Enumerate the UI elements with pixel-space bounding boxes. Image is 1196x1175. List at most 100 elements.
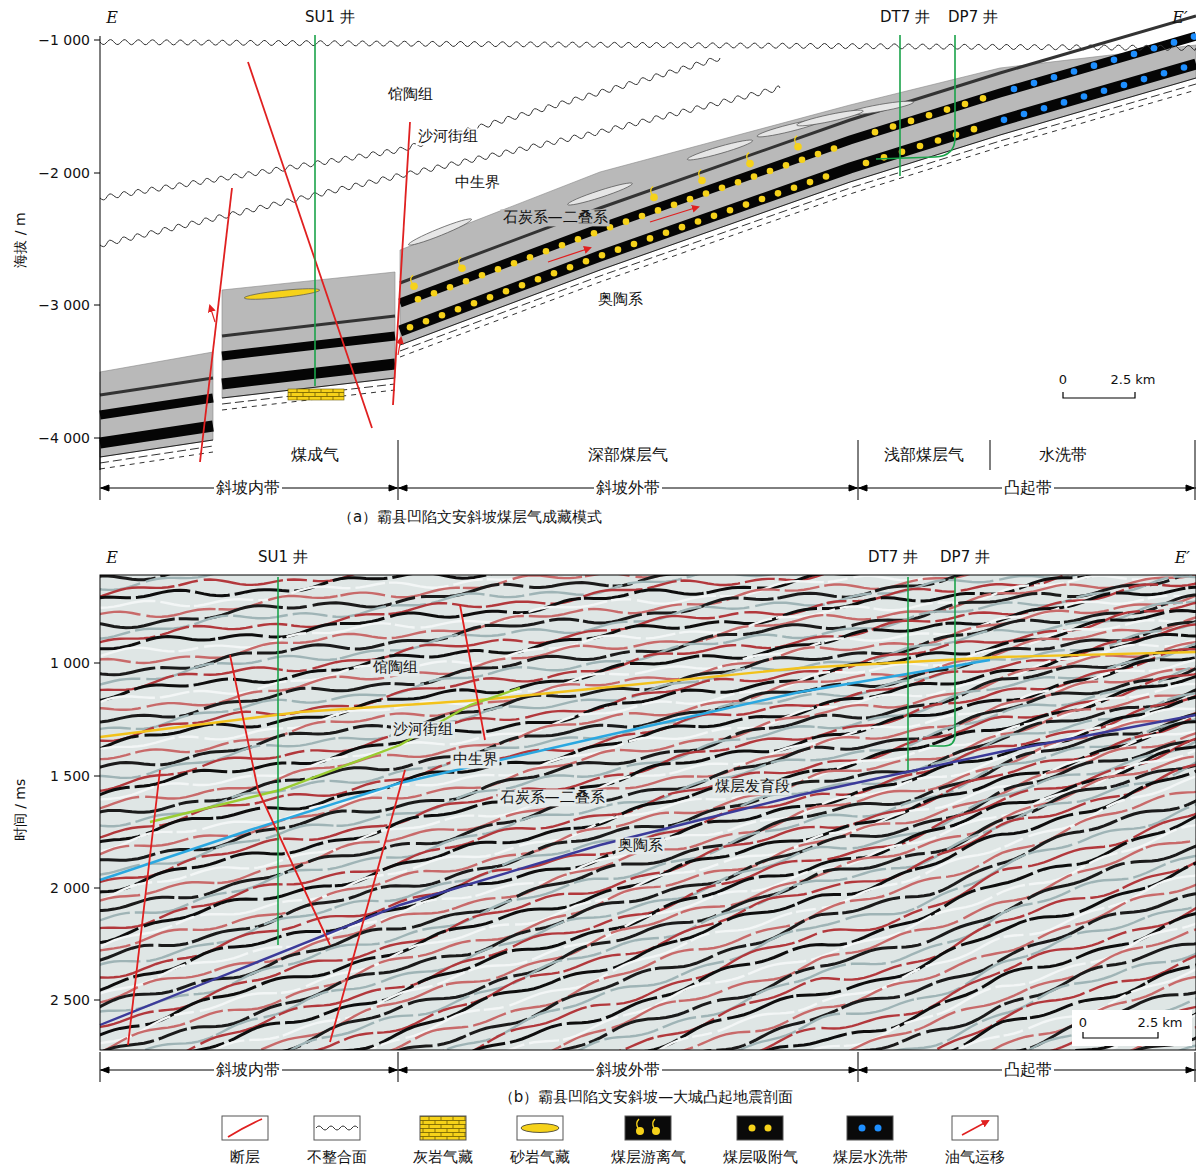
- seismic-reflector: [100, 804, 1196, 1051]
- legend-label: 不整合面: [305, 1149, 369, 1166]
- adsorbed-gas-dot: [551, 270, 558, 277]
- adsorbed-gas-dot: [623, 218, 630, 225]
- diagram-label: （a）霸县凹陷文安斜坡煤层气成藏模式: [336, 509, 604, 526]
- seismic-reflector: [100, 845, 1196, 1051]
- diagram-label: 斜坡外带: [594, 479, 662, 497]
- seismic-reflector: [100, 1012, 1196, 1050]
- diagram-label: −2 000: [36, 165, 92, 181]
- adsorbed-gas-dot: [439, 312, 446, 319]
- adsorbed-gas-dot: [663, 229, 670, 236]
- unconformity: [100, 86, 780, 247]
- adsorbed-gas-dot: [735, 179, 742, 186]
- adsorbed-gas-dot: [815, 151, 822, 158]
- adsorbed-gas-dot: [971, 126, 978, 133]
- diagram-label: 1 500: [48, 768, 92, 784]
- diagram-label: 0: [1057, 373, 1069, 388]
- free-gas-symbol: [698, 177, 706, 185]
- diagram-label: 2.5 km: [1136, 1016, 1185, 1031]
- water-washed-dot: [1061, 99, 1068, 106]
- coal-seam: [400, 36, 1196, 303]
- diagram-label: 中生界: [451, 751, 500, 768]
- diagram-label: DT7 井: [878, 9, 932, 26]
- diagram-label: 浅部煤层气: [882, 446, 966, 464]
- adsorbed-gas-dot: [751, 173, 758, 180]
- sand-lens: [796, 108, 864, 129]
- free-gas-symbol: [794, 143, 802, 151]
- fault-line: [230, 655, 330, 945]
- diagram-label: 斜坡外带: [594, 1061, 662, 1079]
- sand-lens: [686, 137, 753, 162]
- adsorbed-gas-dot: [791, 184, 798, 191]
- legend-label: 油气运移: [943, 1149, 1007, 1166]
- adsorbed-gas-dot: [511, 260, 518, 267]
- seismic-reflector: [100, 1036, 1196, 1050]
- adsorbed-gas-dot: [631, 241, 638, 248]
- water-washed-dot: [1161, 70, 1168, 77]
- adsorbed-gas-dot: [671, 201, 678, 208]
- water-washed-dot: [1021, 111, 1028, 118]
- adsorbed-gas-dot: [679, 224, 686, 231]
- fault-line: [330, 770, 405, 1042]
- diagram-label: 馆陶组: [371, 659, 420, 676]
- horizon-line: [100, 652, 1196, 737]
- water-washed-dot: [1031, 80, 1038, 87]
- adsorbed-gas-dot: [962, 101, 969, 108]
- diagram-label: 时间 / ms: [12, 777, 28, 844]
- sandstone-gas-pool: [244, 287, 320, 302]
- free-gas-symbol: [458, 264, 466, 272]
- adsorbed-gas-dot: [767, 168, 774, 175]
- fault-arrow: [398, 338, 401, 355]
- adsorbed-gas-dot: [431, 290, 438, 297]
- seismic-reflector: [100, 668, 1196, 902]
- limestone-pattern: [100, 452, 213, 469]
- coal-seam: [100, 378, 213, 395]
- seismic-reflector: [100, 997, 1196, 1050]
- adsorbed-gas-dot: [908, 118, 915, 125]
- zone-brackets: [100, 440, 1196, 1082]
- adsorbed-gas-dot: [863, 160, 870, 167]
- diagram-label: 深部煤层气: [586, 446, 670, 464]
- seismic-reflector: [100, 799, 1196, 1050]
- legend-label: 煤层游离气: [609, 1149, 688, 1166]
- water-washed-dot: [1181, 64, 1188, 71]
- seismic-reflector: [100, 1014, 1196, 1050]
- adsorbed-gas-dot: [583, 258, 590, 265]
- sand-lens: [407, 216, 473, 248]
- well-trajectory: [314, 35, 316, 386]
- diagram-label: E′: [1170, 9, 1189, 27]
- water-washed-dot: [1101, 87, 1108, 94]
- adsorbed-gas-dot: [935, 137, 942, 144]
- diagram-label: 沙河街组: [416, 128, 480, 145]
- seismic-reflector: [100, 922, 1196, 1050]
- seismic-section: [100, 575, 1196, 1050]
- diagram-label: 中生界: [453, 174, 502, 191]
- free-gas-symbol: [747, 153, 749, 161]
- well-trajectory: [277, 577, 279, 945]
- diagram-label: DP7 井: [946, 9, 1000, 26]
- seismic-reflector: [100, 642, 1196, 875]
- limestone-gas-pool: [288, 389, 344, 400]
- seismic-reflector: [100, 855, 1196, 1050]
- fault-line: [248, 62, 372, 428]
- adsorbed-gas-dot: [455, 306, 462, 313]
- limestone-pattern: [400, 84, 1196, 351]
- diagram-label: 石炭系—二叠系: [498, 789, 607, 806]
- well-trajectory: [899, 35, 901, 176]
- fault-line: [393, 122, 410, 405]
- adsorbed-gas-dot: [479, 272, 486, 279]
- horizon-line: [100, 660, 990, 880]
- free-gas-symbol: [650, 194, 658, 202]
- diagram-label: SU1 井: [303, 9, 357, 26]
- adsorbed-gas-dot: [407, 324, 414, 331]
- seismic-reflector: [100, 697, 1196, 992]
- seismic-reflector: [100, 977, 1196, 1050]
- limestone-pattern: [100, 446, 213, 463]
- adsorbed-gas-dot: [655, 207, 662, 214]
- adsorbed-gas-dot: [535, 276, 542, 283]
- diagram-label: 馆陶组: [386, 86, 435, 103]
- coal-measure-strata: [100, 352, 213, 457]
- water-washed-dot: [1131, 51, 1138, 58]
- adsorbed-gas-dot: [687, 196, 694, 203]
- limestone-pattern: [222, 384, 395, 404]
- unconformity: [100, 40, 1196, 51]
